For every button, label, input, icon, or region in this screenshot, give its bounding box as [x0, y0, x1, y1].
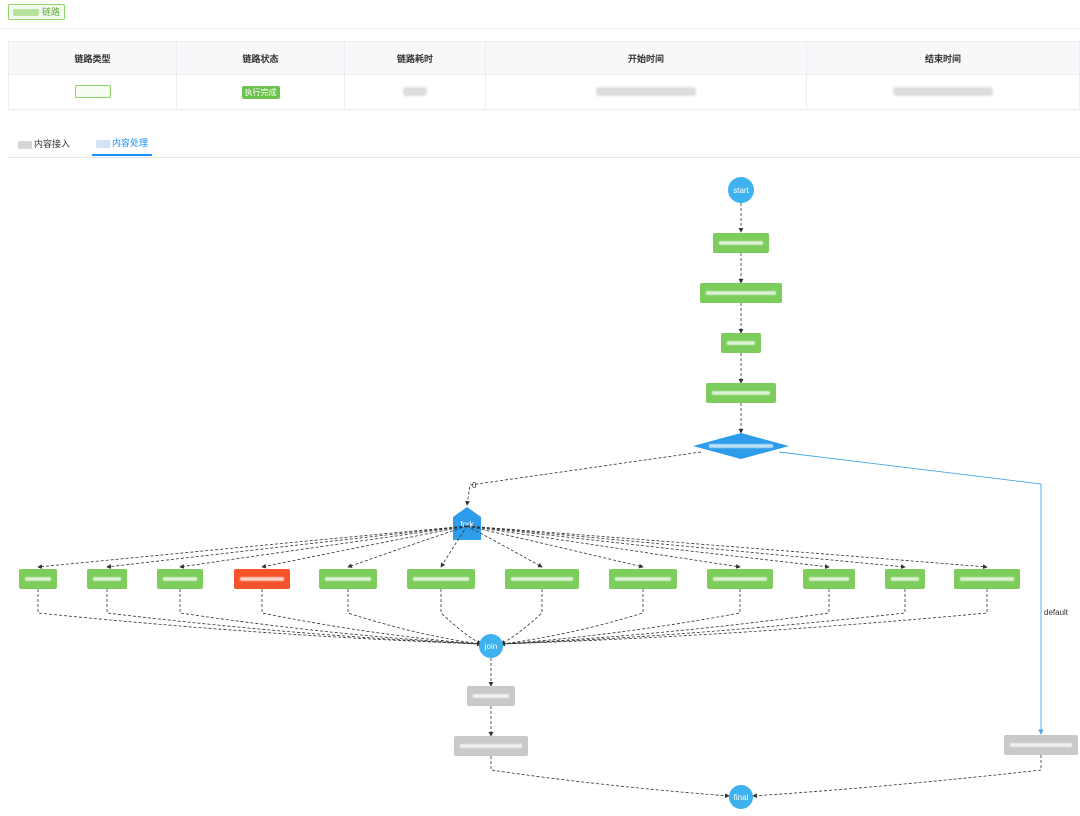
edge-task-join-7	[500, 589, 543, 645]
edge-fork-task-10	[466, 525, 830, 569]
status-badge: 执行完成	[241, 85, 280, 99]
task-label-redacted	[25, 577, 51, 581]
edge-task-join-12	[500, 589, 988, 647]
workflow-graph: start 0 default fork join final	[19, 177, 1078, 809]
task-label-redacted	[706, 291, 776, 295]
edge-fork-task-8	[466, 525, 644, 569]
task-label-redacted	[460, 744, 522, 748]
chain-title-tag: 链路	[8, 4, 66, 20]
start-node-label: start	[733, 186, 749, 195]
tab-content-processing[interactable]: 内容处理	[92, 133, 153, 156]
edge-task-join-6	[440, 589, 482, 645]
cell-chain-type	[8, 74, 177, 110]
chain-summary-table: 链路类型 链路状态 链路耗时 开始时间 结束时间 执行完成	[8, 41, 1080, 110]
col-chain-status: 链路状态	[176, 41, 345, 75]
task-label-redacted	[809, 577, 849, 581]
tab-content-access[interactable]: 内容接入	[18, 133, 70, 156]
table-header-row: 链路类型 链路状态 链路耗时 开始时间 结束时间	[8, 41, 1080, 75]
edge-fork-task-3	[179, 525, 468, 569]
duration-redacted	[403, 86, 427, 96]
col-chain-duration: 链路耗时	[344, 41, 486, 75]
task-label-redacted	[712, 391, 770, 395]
tab-bar: 内容接入 内容处理	[8, 133, 1080, 158]
start-node[interactable]	[728, 177, 754, 203]
edge-task-join-11	[500, 589, 906, 647]
edge-fork-task-11	[466, 525, 906, 570]
task-label-redacted	[713, 577, 767, 581]
edge-task-join-3	[179, 589, 482, 647]
edge-fork-task-7	[466, 525, 543, 568]
tab-label: 内容接入	[34, 139, 71, 149]
task-label-redacted	[473, 694, 509, 698]
task-label-redacted	[511, 577, 573, 581]
task-label-redacted	[960, 577, 1014, 581]
edge-default-final	[752, 755, 1042, 799]
col-chain-type: 链路类型	[8, 41, 177, 75]
edge-fork-task-12	[466, 525, 988, 570]
edge-task-join-9	[500, 589, 741, 647]
edge-decision-default	[778, 451, 1044, 735]
tab-label: 内容处理	[112, 138, 149, 148]
title-redacted	[13, 8, 39, 16]
cell-end-time	[806, 74, 1080, 110]
edge-fork-task-9	[466, 525, 741, 569]
col-end-time: 结束时间	[806, 41, 1080, 75]
edge-fork-task-5	[347, 525, 468, 568]
edge-fork-task-4	[261, 525, 468, 569]
table-row: 执行完成	[8, 74, 1080, 110]
top-bar: 链路	[0, 0, 1080, 29]
task-label-redacted	[727, 341, 755, 345]
task-label-redacted	[719, 241, 763, 245]
fork-node[interactable]	[453, 507, 481, 540]
cell-chain-duration	[344, 74, 486, 110]
edge-task-join-4	[261, 589, 482, 647]
task-label-redacted	[163, 577, 197, 581]
cell-chain-status: 执行完成	[176, 74, 345, 110]
final-node[interactable]	[729, 785, 753, 809]
edge-task-join-8	[500, 589, 644, 646]
start-time-redacted	[596, 86, 696, 96]
task-label-redacted	[413, 577, 469, 581]
title-suffix: 链路	[42, 7, 61, 17]
edge-task-join-2	[106, 589, 482, 647]
chain-type-badge	[74, 84, 111, 98]
final-node-label: final	[734, 793, 749, 802]
edge-decision-branch-0	[465, 451, 702, 506]
task-label-redacted	[891, 577, 919, 581]
edge-task-join-10	[500, 589, 830, 647]
decision-label-redacted	[709, 444, 773, 448]
branch-zero-label: 0	[472, 481, 477, 490]
cell-start-time	[485, 74, 807, 110]
task-label-redacted	[1010, 743, 1072, 747]
edge-post-final	[490, 756, 730, 799]
join-node[interactable]	[479, 634, 503, 658]
task-label-redacted	[240, 577, 284, 581]
edge-fork-task-1	[37, 525, 468, 569]
edge-fork-task-2	[106, 525, 468, 569]
tab-redacted	[18, 140, 32, 149]
edge-task-join-5	[347, 589, 482, 646]
col-start-time: 开始时间	[485, 41, 807, 75]
fork-node-label: fork	[460, 520, 474, 529]
join-node-label: join	[484, 642, 497, 651]
end-time-redacted	[893, 86, 993, 96]
task-label-redacted	[93, 577, 121, 581]
default-branch-label: default	[1044, 608, 1069, 617]
tab-redacted	[96, 139, 110, 148]
task-label-redacted	[325, 577, 371, 581]
edge-task-join-1	[37, 589, 482, 647]
task-label-redacted	[615, 577, 671, 581]
